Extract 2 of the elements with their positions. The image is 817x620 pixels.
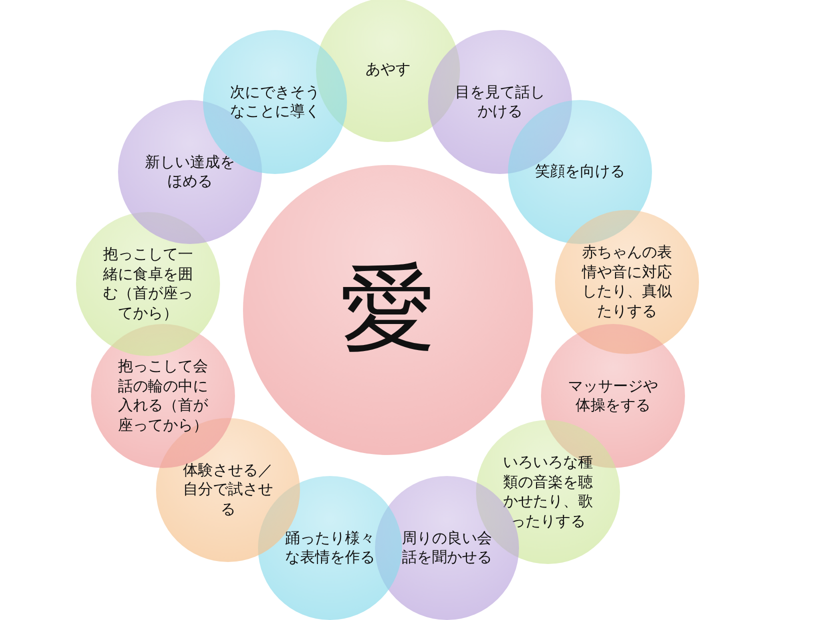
center-circle: 愛 xyxy=(243,165,533,455)
activity-circle: 抱っこして一緒に食卓を囲む（首が座ってから） xyxy=(76,212,220,356)
